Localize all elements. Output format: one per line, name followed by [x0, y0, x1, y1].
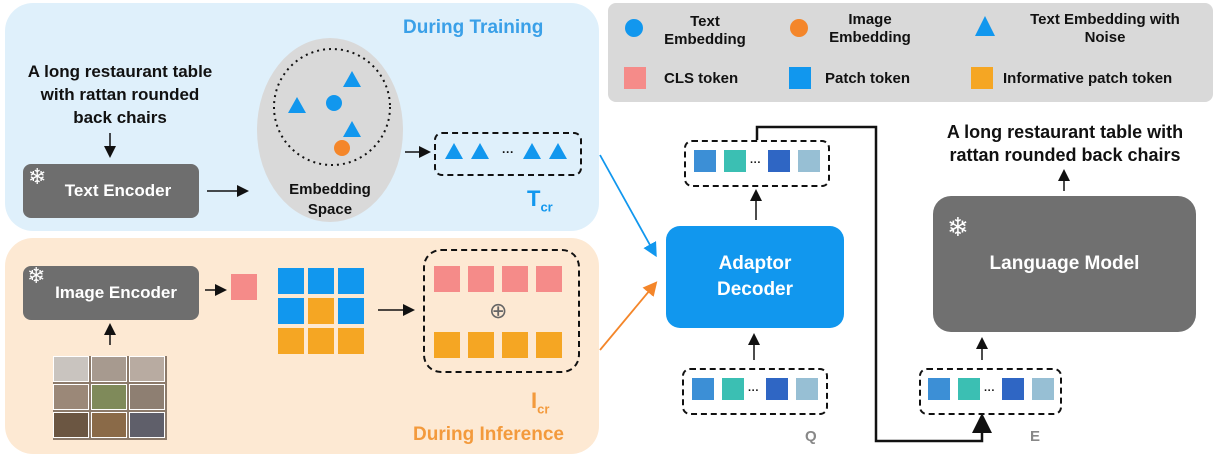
svg-text:···: ···: [748, 385, 759, 397]
image-encoder-box: Image Encoder: [23, 266, 199, 320]
noise-embedding-triangle: [343, 121, 361, 137]
inference-title: During Inference: [413, 424, 564, 445]
training-title: During Training: [403, 17, 544, 38]
snowflake-icon: ❄: [27, 263, 46, 288]
embedding-space-label: Embedding Space: [289, 181, 371, 218]
legend-text-embedding-label: Text Embedding: [664, 13, 746, 48]
legend-patch-token-icon: [789, 67, 811, 89]
legend-noise-embedding-icon: [975, 16, 995, 36]
image-embedding-dot: [334, 140, 350, 156]
icr-token-box: [423, 249, 580, 373]
legend-informative-token-icon: [971, 67, 993, 89]
legend-patch-token-label: Patch token: [825, 70, 911, 87]
e-label: E: [1030, 428, 1041, 445]
snowflake-icon: ❄: [947, 212, 969, 242]
decoder-output-token-row: ···: [694, 150, 820, 172]
input-image: [53, 356, 167, 440]
decoder-output-tokens: [684, 140, 830, 187]
noise-embedding-triangle: [343, 71, 361, 87]
legend-cls-token-label: CLS token: [664, 70, 739, 87]
q-label: Q: [805, 428, 817, 445]
legend-panel: [608, 3, 1213, 102]
legend-noise-embedding-label: Text Embedding with Noise: [1030, 11, 1180, 46]
query-token-row: ···: [692, 378, 818, 400]
adaptor-decoder-box: Adaptor Decoder: [666, 226, 844, 328]
embedding-token-row: ···: [928, 378, 1054, 400]
tcr-tokens: ···: [445, 143, 567, 159]
icr-tokens: [434, 266, 562, 358]
tcr-label: Tcr: [527, 186, 553, 215]
svg-text:···: ···: [984, 385, 995, 397]
svg-text:···: ···: [502, 145, 514, 159]
language-model-output: A long restaurant table with rattan roun…: [946, 122, 1184, 165]
embedding-space-diagram: [257, 38, 403, 222]
snowflake-icon: ❄: [28, 164, 47, 189]
legend-image-embedding-icon: [790, 19, 808, 37]
patch-token-grid: [278, 268, 364, 354]
noise-embedding-triangle: [288, 97, 306, 113]
language-model-box: Language Model: [933, 196, 1196, 332]
training-caption: A long restaurant table with rattan roun…: [27, 62, 213, 127]
legend-informative-token-label: Informative patch token: [1003, 70, 1173, 87]
concat-plus-icon: ⊕: [489, 298, 508, 323]
text-encoder-box: Text Encoder: [23, 164, 199, 218]
cls-token: [231, 274, 257, 300]
query-tokens: [682, 368, 828, 415]
legend-image-embedding-label: Image Embedding: [829, 11, 911, 46]
text-embedding-dot: [326, 95, 342, 111]
legend-cls-token-icon: [624, 67, 646, 89]
svg-text:···: ···: [750, 157, 761, 169]
icr-label: Icr: [531, 388, 550, 417]
tcr-token-box: [434, 132, 582, 176]
legend-text-embedding-icon: [625, 19, 643, 37]
